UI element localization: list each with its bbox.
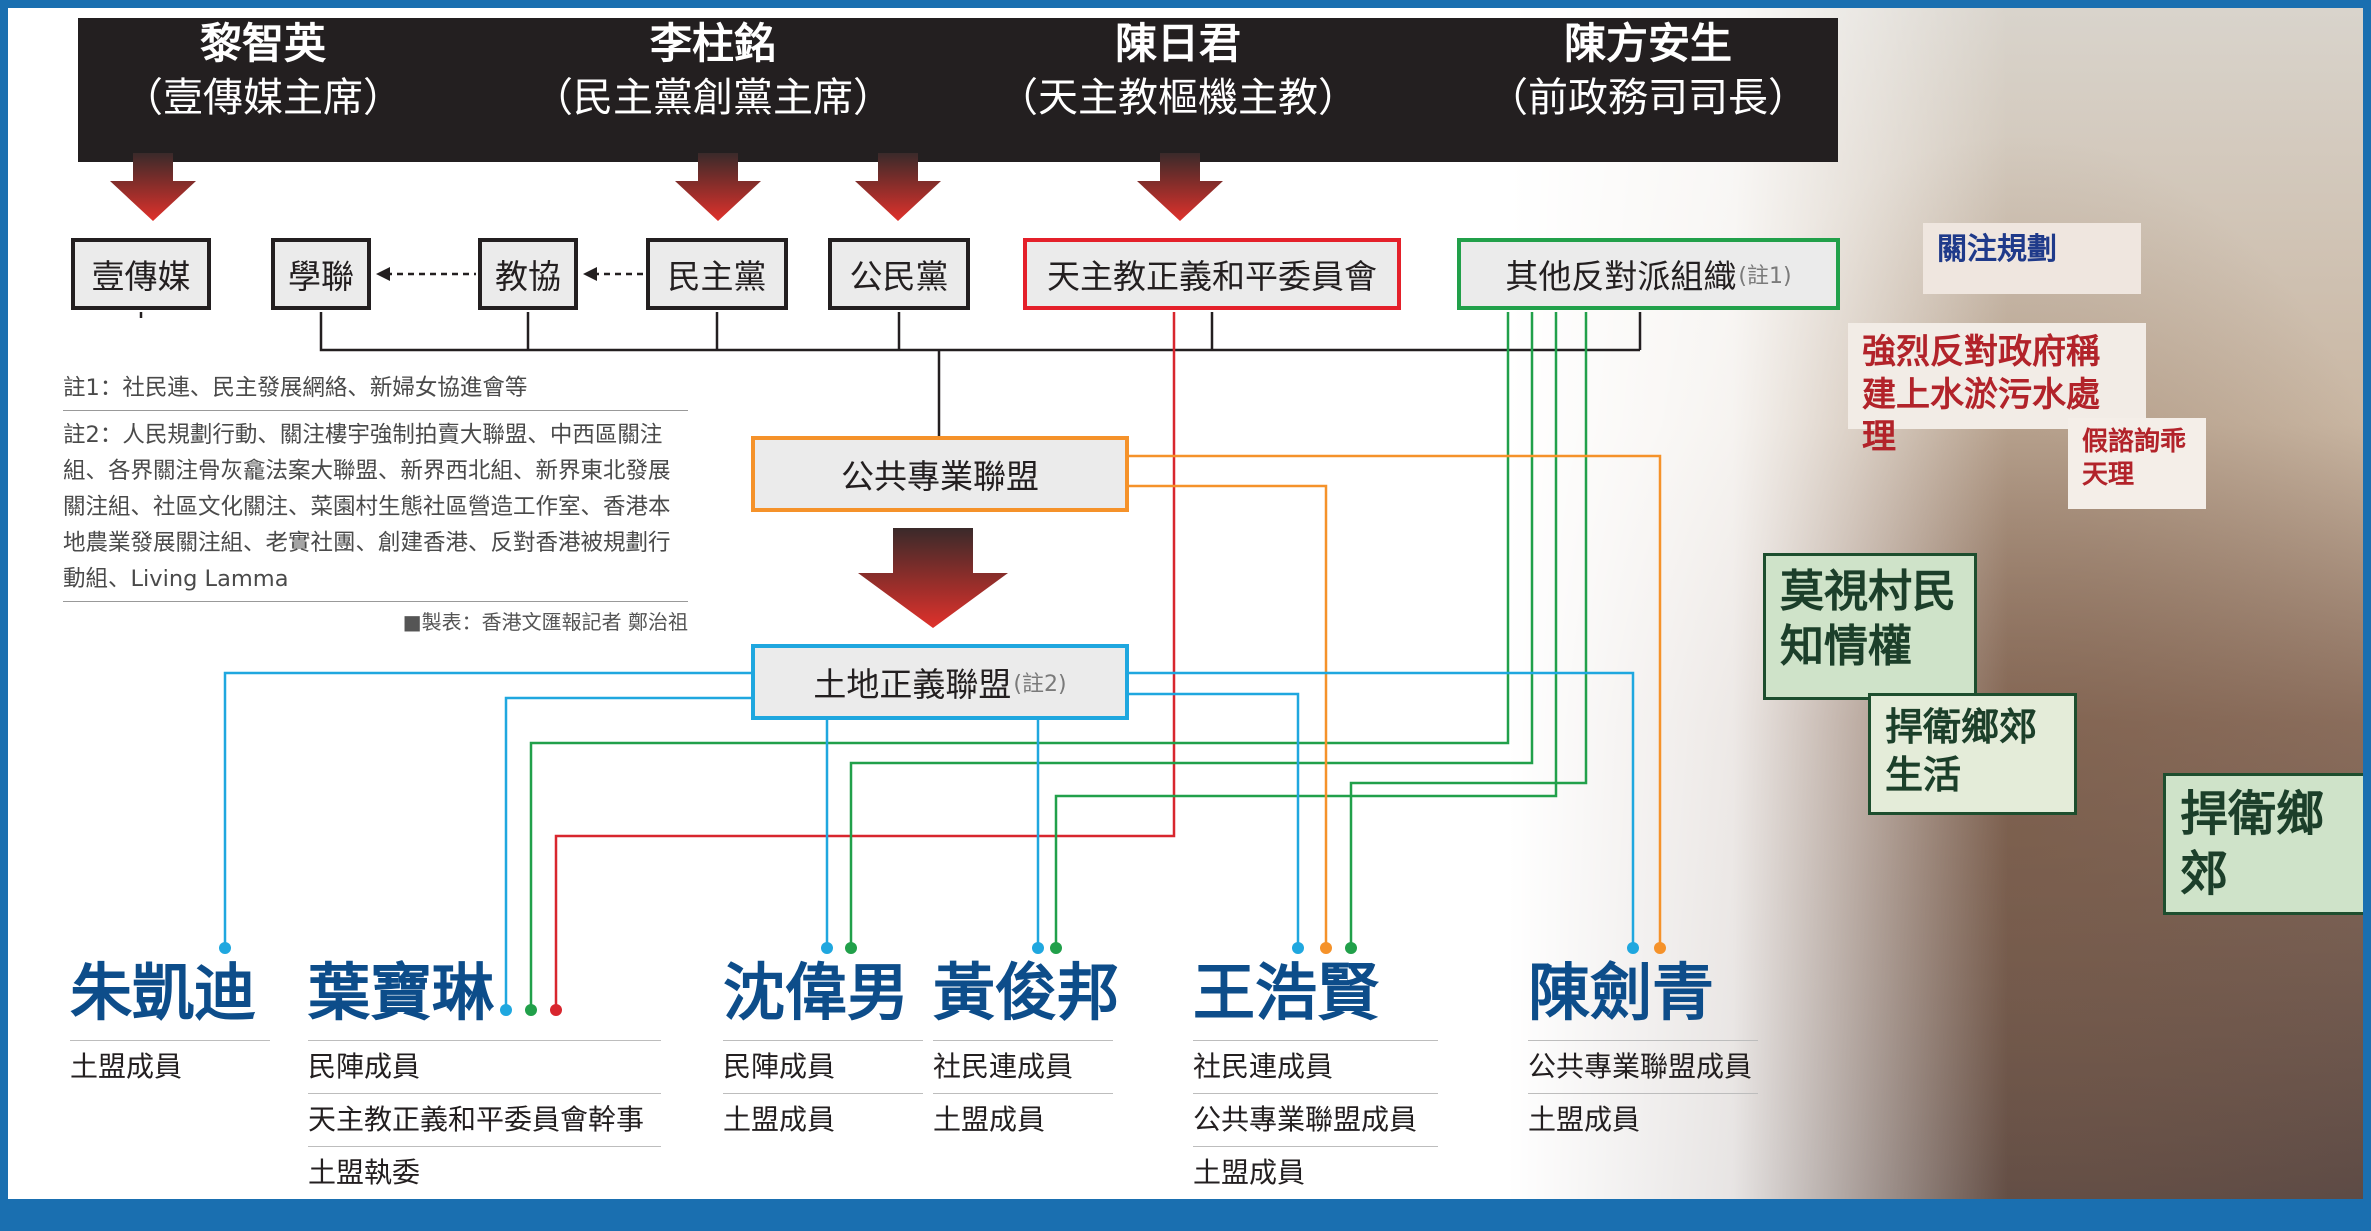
arrow-down-icon xyxy=(855,153,941,221)
person-yip-po-lam: 葉寶琳 民陣成員 天主教正義和平委員會幹事 土盟執委 xyxy=(308,956,661,1199)
alliance-land-justice-league: 土地正義聯盟(註2) xyxy=(751,644,1129,720)
org-justice-peace-commission: 天主教正義和平委員會 xyxy=(1023,238,1401,310)
link-dot xyxy=(1320,942,1332,954)
org-democratic-party: 民主黨 xyxy=(646,238,788,310)
arrow-down-icon xyxy=(110,153,196,221)
link-dot xyxy=(1050,942,1062,954)
org-next-media: 壹傳媒 xyxy=(71,238,211,310)
link-dot xyxy=(219,942,231,954)
alliance-label: 土地正義聯盟 xyxy=(813,665,1012,704)
protest-banner: 強烈反對政府稱建上水淤污水處理 xyxy=(1848,323,2146,457)
person-tag: 民陣成員 xyxy=(308,1041,661,1094)
alliance-professional-commons: 公共專業聯盟 xyxy=(751,436,1129,512)
link-dot xyxy=(1627,942,1639,954)
person-chan-kim-ching: 陳劍青 公共專業聯盟成員 土盟成員 xyxy=(1528,956,1758,1146)
arrow-down-icon xyxy=(1137,153,1223,221)
leader-joseph-zen: 陳日君 （天主教樞機主教） xyxy=(993,18,1363,126)
link-dot xyxy=(845,942,857,954)
person-name: 王浩賢 xyxy=(1193,956,1380,1029)
person-tag: 民陣成員 xyxy=(723,1041,923,1094)
person-tag: 公共專業聯盟成員 xyxy=(1193,1094,1438,1147)
leader-martin-lee: 李柱銘 （民主黨創黨主席） xyxy=(528,18,898,126)
person-tags: 民陣成員 土盟成員 xyxy=(723,1040,923,1146)
person-tag: 社民連成員 xyxy=(1193,1041,1438,1094)
leader-role: （前政務司司長） xyxy=(1488,75,1808,121)
arrow-left-icon xyxy=(583,267,597,281)
person-wong-ho-yin: 王浩賢 社民連成員 公共專業聯盟成員 土盟成員 xyxy=(1193,956,1438,1199)
leader-name: 陳日君 xyxy=(1114,19,1241,68)
org-label: 天主教正義和平委員會 xyxy=(1047,257,1377,296)
org-label: 學聯 xyxy=(288,257,354,296)
person-tags: 公共專業聯盟成員 土盟成員 xyxy=(1528,1040,1758,1146)
link-dot xyxy=(1032,942,1044,954)
person-tag: 土盟成員 xyxy=(933,1103,1046,1136)
leader-role: （天主教樞機主教） xyxy=(998,75,1358,121)
person-name: 朱凱迪 xyxy=(70,956,257,1029)
alliance-label: 公共專業聯盟 xyxy=(841,457,1039,496)
person-shum-wai-nam: 沈偉男 民陣成員 土盟成員 xyxy=(723,956,923,1146)
leader-name: 陳方安生 xyxy=(1563,19,1732,68)
org-label: 其他反對派組織 xyxy=(1505,257,1737,296)
person-tags: 土盟成員 xyxy=(70,1040,270,1093)
footnotes: 註1：社民連、民主發展網絡、新婦女協進會等 註2：人民規劃行動、關注樓宇強制拍賣… xyxy=(63,370,688,602)
arrow-down-icon xyxy=(858,528,1008,628)
person-chu-hoi-dick: 朱凱迪 土盟成員 xyxy=(70,956,270,1093)
protest-sign: 捍衛鄉郊生活 xyxy=(1868,693,2077,815)
footnote-1: 註1：社民連、民主發展網絡、新婦女協進會等 xyxy=(63,370,688,411)
link-dot xyxy=(525,1004,537,1016)
person-tags: 社民連成員 公共專業聯盟成員 土盟成員 xyxy=(1193,1040,1438,1199)
leader-name: 黎智英 xyxy=(199,19,326,68)
person-tag: 土盟執委 xyxy=(308,1156,421,1189)
org-label: 民主黨 xyxy=(667,257,767,296)
source-credit: ■製表：香港文匯報記者 鄭治祖 xyxy=(402,610,688,634)
protest-sign: 假諮詢乖天理 xyxy=(2068,418,2206,509)
org-pta: 教協 xyxy=(478,238,578,310)
org-other-opposition: 其他反對派組織(註1) xyxy=(1457,238,1840,310)
person-tags: 社民連成員 土盟成員 xyxy=(933,1040,1113,1146)
leader-role: （壹傳媒主席） xyxy=(123,75,403,121)
protest-sign: 捍衛鄉郊 xyxy=(2163,773,2363,915)
diagram-canvas: 莫視村民知情權 捍衛鄉郊生活 捍衛鄉郊 強烈反對政府稱建上水淤污水處理 關注規劃… xyxy=(8,8,2363,1199)
person-tag: 公共專業聯盟成員 xyxy=(1528,1041,1758,1094)
person-tag: 土盟成員 xyxy=(723,1103,836,1136)
leader-role: （民主黨創黨主席） xyxy=(533,75,893,121)
connection-lines xyxy=(110,153,1666,1016)
person-wong-chun-pong: 黃俊邦 社民連成員 土盟成員 xyxy=(933,956,1120,1146)
org-label: 公民黨 xyxy=(849,257,949,296)
leader-jimmy-lai: 黎智英 （壹傳媒主席） xyxy=(78,18,448,126)
leaders-header-bar xyxy=(78,18,1838,162)
person-tag: 天主教正義和平委員會幹事 xyxy=(308,1094,661,1147)
arrow-down-icon xyxy=(675,153,761,221)
person-name: 陳劍青 xyxy=(1528,956,1715,1029)
person-tag: 土盟成員 xyxy=(1193,1156,1306,1189)
leader-anson-chan: 陳方安生 （前政務司司長） xyxy=(1463,18,1833,126)
link-dot xyxy=(1292,942,1304,954)
person-name: 沈偉男 xyxy=(723,956,910,1029)
link-dot xyxy=(550,1004,562,1016)
link-dot xyxy=(1345,942,1357,954)
protest-sign: 莫視村民知情權 xyxy=(1763,553,1977,700)
link-dot xyxy=(821,942,833,954)
person-tag: 社民連成員 xyxy=(933,1041,1113,1094)
person-tag: 土盟成員 xyxy=(1528,1103,1641,1136)
footnote-2: 註2：人民規劃行動、關注樓宇強制拍賣大聯盟、中西區關注組、各界關注骨灰龕法案大聯… xyxy=(63,417,688,602)
person-tags: 民陣成員 天主教正義和平委員會幹事 土盟執委 xyxy=(308,1040,661,1199)
alliance-note: (註2) xyxy=(1013,672,1067,697)
arrow-left-icon xyxy=(376,267,390,281)
link-dot xyxy=(500,1004,512,1016)
org-hkfs: 學聯 xyxy=(271,238,371,310)
leader-name: 李柱銘 xyxy=(649,19,776,68)
org-label: 教協 xyxy=(495,257,561,296)
link-dot xyxy=(1654,942,1666,954)
protest-banner: 關注規劃 xyxy=(1923,223,2141,294)
org-label: 壹傳媒 xyxy=(91,257,191,296)
person-name: 葉寶琳 xyxy=(308,956,495,1029)
org-note: (註1) xyxy=(1738,264,1792,289)
person-name: 黃俊邦 xyxy=(933,956,1120,1029)
org-civic-party: 公民黨 xyxy=(828,238,970,310)
person-tag: 土盟成員 xyxy=(70,1050,183,1083)
